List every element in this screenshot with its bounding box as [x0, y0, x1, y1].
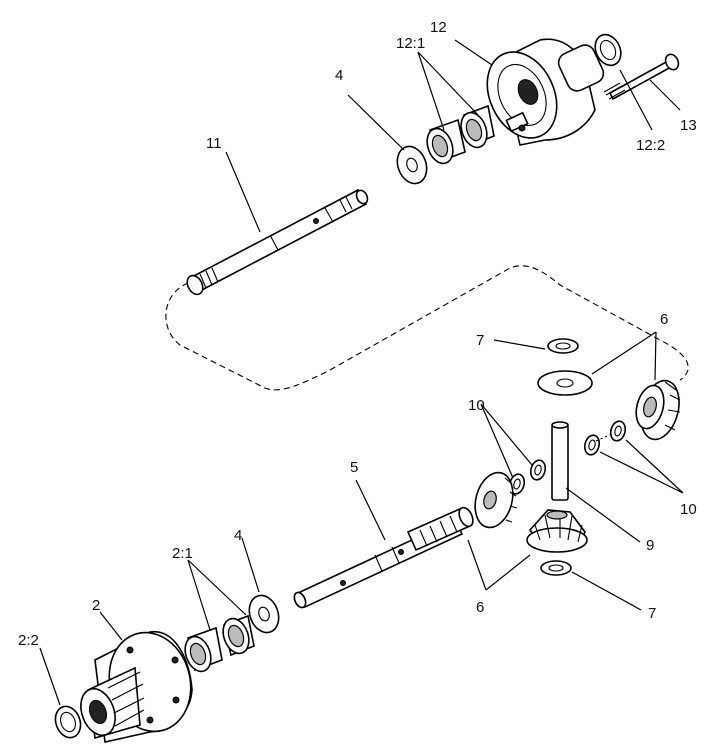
- washer-7-bottom: [540, 560, 572, 576]
- callout-9: 9: [646, 537, 654, 554]
- housing-12: [486, 38, 605, 146]
- shaft-5: [293, 506, 474, 609]
- callout-2-1: 2:1: [172, 545, 193, 562]
- housing-2: [80, 631, 193, 743]
- bevel-gear-6-top: [635, 379, 681, 441]
- callout-2: 2: [92, 597, 100, 614]
- seal-12-2: [594, 33, 622, 67]
- seal-2-2: [54, 705, 82, 739]
- clips-10-left: [508, 459, 547, 495]
- callout-12: 12: [430, 19, 447, 36]
- callout-5: 5: [350, 459, 358, 476]
- callout-4-bottom: 4: [234, 527, 242, 544]
- shaft-11: [186, 188, 369, 296]
- callout-6-top: 6: [660, 311, 668, 328]
- bevel-gear-6-bottom: [526, 509, 588, 553]
- callout-13: 13: [680, 117, 697, 134]
- bearings-12-1: [426, 104, 495, 165]
- callout-12-2: 12:2: [636, 137, 665, 154]
- washer-4-top: [396, 145, 428, 185]
- callout-2-2: 2:2: [18, 632, 39, 649]
- callout-7-bottom: 7: [648, 605, 656, 622]
- callout-7-top: 7: [476, 332, 484, 349]
- washer-4-bottom: [248, 594, 280, 634]
- dashed-assembly-outline: [165, 265, 689, 391]
- callout-10-left: 10: [468, 397, 485, 414]
- clips-10-right: [583, 420, 627, 456]
- bolt-13: [603, 53, 680, 101]
- callout-10-right: 10: [680, 501, 697, 518]
- callout-12-1: 12:1: [396, 35, 425, 52]
- callout-4-top: 4: [335, 67, 343, 84]
- side-gear-6-left: [474, 471, 518, 529]
- leader-lines: [39, 39, 684, 706]
- washer-7-top: [547, 338, 579, 354]
- bearings-2-1: [184, 614, 255, 673]
- gear-washer-6-top: [537, 370, 593, 396]
- pin-9: [551, 421, 569, 501]
- callout-6-bottom: 6: [476, 599, 484, 616]
- callout-11: 11: [206, 135, 222, 152]
